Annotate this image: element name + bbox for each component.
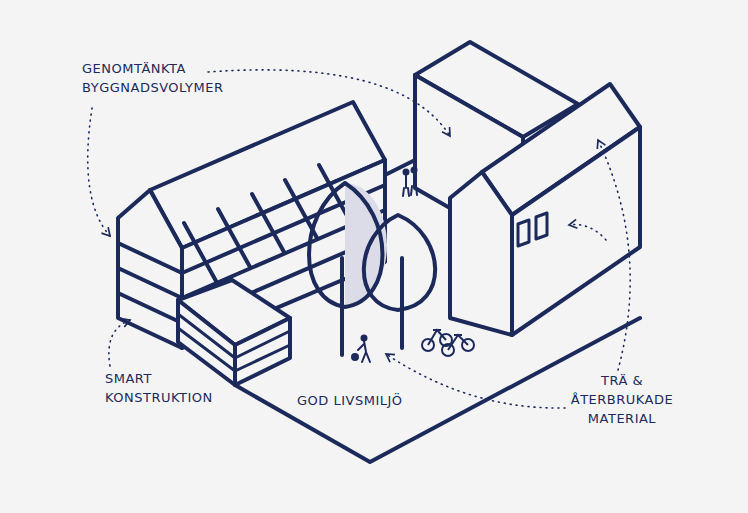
gable-building (450, 84, 640, 335)
annex-building (178, 280, 290, 385)
ground-edge (235, 318, 640, 462)
callout-label: SMART KONSTRUKTION (105, 370, 167, 408)
long-building (118, 102, 385, 348)
callout-label: GOD LIVSMILJÖ (297, 392, 403, 411)
bicycles (422, 330, 474, 356)
people (352, 168, 417, 363)
callout-label: GENOMTÄNKTA BYGGNADSVOLYMER (82, 60, 204, 98)
tree (309, 180, 435, 355)
callout-label: TRÄ & ÅTERBRUKADE MATERIAL (566, 372, 678, 429)
leader-line (88, 70, 630, 408)
ground-edge (385, 160, 415, 175)
